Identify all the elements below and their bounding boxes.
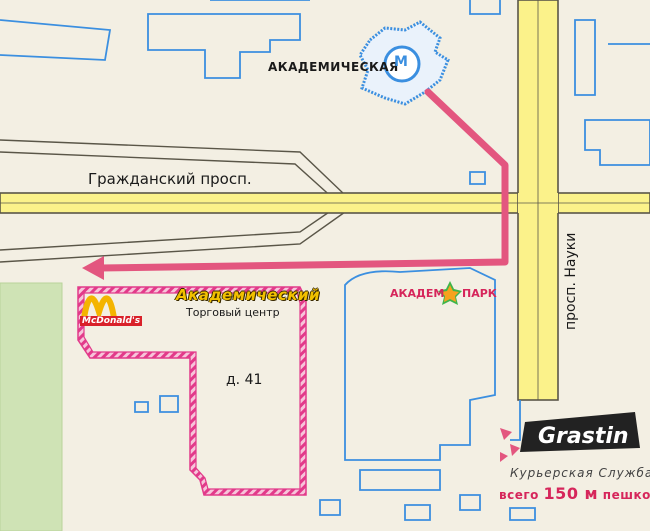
mall-subtitle-label: Торговый центр (186, 306, 280, 319)
metro-logo-icon (383, 45, 421, 83)
brand-name: Grastin (538, 424, 629, 449)
metro-station-label: АКАДЕМИЧЕСКАЯ (268, 60, 399, 74)
park-label-right: ПАРК (462, 287, 497, 300)
road-outlines (0, 139, 346, 263)
mall-name-label: Академический (176, 286, 321, 304)
route-arrow-head (82, 256, 104, 280)
akadem-park-star-icon (438, 281, 462, 305)
park-label-left: АКАДЕМ (390, 287, 445, 300)
metro-logo-text: М (394, 54, 408, 70)
walk-distance-note: всего 150 м пешком (499, 484, 650, 503)
walk-prefix: всего (499, 488, 539, 502)
mall-building (77, 286, 307, 496)
mcdonalds-logo-icon (81, 295, 117, 323)
nauki-avenue (517, 0, 559, 401)
street-label-grazhdansky: Гражданский просп. (88, 170, 252, 188)
grazhdansky-avenue (0, 192, 650, 214)
walking-route (96, 88, 509, 272)
house-number-label: д. 41 (226, 372, 263, 388)
metro-station-building (358, 20, 450, 106)
grastin-logo (500, 412, 640, 462)
mcdonalds-label: McDonald's (80, 316, 143, 326)
park-area (0, 282, 63, 531)
walk-distance: 150 м (543, 484, 599, 503)
street-label-nauki: просп. Науки (563, 232, 579, 330)
brand-subtitle: Курьерская Служба (510, 466, 650, 480)
walk-suffix: пешком (602, 488, 650, 502)
